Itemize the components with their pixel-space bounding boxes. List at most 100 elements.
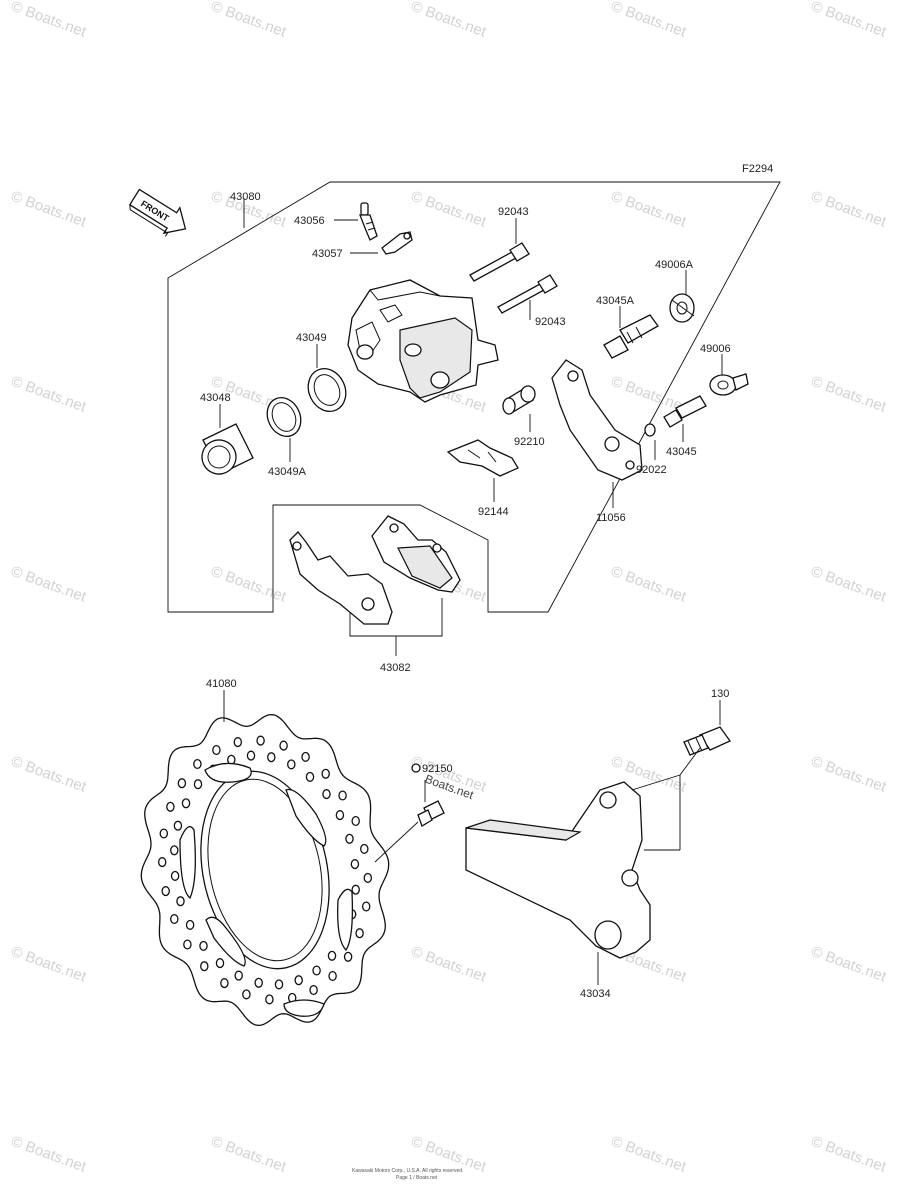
label-49006a: 49006A bbox=[655, 259, 694, 271]
disc-hole bbox=[200, 961, 209, 972]
disc-hole bbox=[233, 737, 243, 748]
footer-page: Page 1 / Boats.net bbox=[396, 1175, 438, 1181]
disc-hole bbox=[265, 994, 274, 1005]
disc-hole bbox=[343, 951, 353, 962]
disc-hole bbox=[242, 989, 251, 1000]
watermark-text: © Boats.net bbox=[409, 188, 489, 231]
watermark-text: © Boats.net bbox=[209, 563, 289, 606]
caliper-pin-upper bbox=[469, 242, 530, 282]
watermark-text: © Boats.net bbox=[209, 1133, 289, 1176]
disc-hole bbox=[170, 845, 179, 856]
watermark-text: © Boats.net bbox=[409, 943, 489, 986]
label-49006: 49006 bbox=[700, 343, 731, 355]
disc-hole bbox=[267, 752, 276, 763]
label-43049: 43049 bbox=[296, 332, 327, 344]
disc-hole bbox=[170, 870, 180, 881]
brake-disc-41080 bbox=[140, 713, 390, 1027]
disc-hole bbox=[161, 886, 170, 897]
disc-hole bbox=[193, 779, 203, 790]
caliper-body bbox=[347, 279, 499, 403]
label-92043-upper: 92043 bbox=[498, 206, 529, 218]
watermark-text: © Boats.net bbox=[809, 1133, 889, 1176]
disc-hole bbox=[361, 901, 371, 912]
bleeder-valve bbox=[359, 202, 378, 241]
brake-pad-right bbox=[371, 515, 461, 593]
watermark-text: © Boats.net bbox=[609, 563, 689, 606]
disc-hole bbox=[309, 984, 318, 996]
disc-hole bbox=[157, 857, 167, 868]
disc-hole bbox=[287, 759, 296, 770]
dust-boot-49006 bbox=[709, 373, 749, 396]
watermark-text: © Boats.net bbox=[609, 1133, 689, 1176]
sleeve-92210 bbox=[502, 385, 536, 415]
disc-hole bbox=[305, 771, 315, 782]
watermark-text: © Boats.net bbox=[9, 563, 89, 606]
label-92022: 92022 bbox=[636, 464, 667, 476]
piston-seal-43049 bbox=[307, 368, 347, 412]
watermark-text: © Boats.net bbox=[9, 943, 89, 986]
watermark-text: © Boats.net bbox=[809, 563, 889, 606]
label-43082: 43082 bbox=[380, 662, 411, 674]
watermark-text: © Boats.net bbox=[809, 0, 889, 41]
label-43045a: 43045A bbox=[596, 295, 635, 307]
caliper-pin-lower bbox=[497, 274, 558, 314]
watermark-text: © Boats.net bbox=[809, 188, 889, 231]
disc-hole bbox=[351, 884, 360, 895]
pad-spring-92144 bbox=[446, 439, 519, 477]
disc-hole bbox=[176, 896, 185, 907]
watermark-text: © Boats.net bbox=[9, 373, 89, 416]
leader-lines bbox=[219, 198, 723, 985]
disc-hole bbox=[159, 828, 169, 839]
label-43080: 43080 bbox=[230, 191, 261, 203]
label-41080: 41080 bbox=[206, 678, 237, 690]
disc-hole bbox=[312, 965, 321, 976]
piston-43048 bbox=[201, 423, 254, 475]
watermark-text: © Boats.net bbox=[609, 0, 689, 41]
disc-hole bbox=[177, 778, 187, 789]
bracket-bolt-130 bbox=[683, 726, 731, 756]
disc-hole bbox=[274, 979, 284, 990]
disc-hole bbox=[301, 751, 310, 762]
disc-hole bbox=[183, 939, 192, 950]
label-11056: 11056 bbox=[596, 512, 626, 524]
brake-pad-left bbox=[289, 531, 393, 625]
disc-hole bbox=[181, 798, 191, 809]
disc-hole bbox=[220, 978, 229, 989]
watermark-text: © Boats.net bbox=[409, 0, 489, 41]
label-43045: 43045 bbox=[666, 446, 697, 458]
disc-hole bbox=[363, 872, 373, 883]
label-92150: 92150 bbox=[422, 763, 453, 775]
disc-hole bbox=[351, 815, 360, 827]
label-43057: 43057 bbox=[312, 248, 343, 260]
disc-hole bbox=[321, 768, 330, 779]
front-arrow-icon: FRONT bbox=[128, 188, 187, 237]
disc-hole bbox=[335, 810, 345, 821]
watermark-text: © Boats.net bbox=[609, 188, 689, 231]
label-92210: 92210 bbox=[514, 436, 545, 448]
label-92043-lower: 92043 bbox=[535, 316, 566, 328]
dust-seal-43049a bbox=[266, 397, 302, 437]
disc-hole bbox=[360, 843, 369, 854]
disc-hole bbox=[173, 820, 183, 831]
disc-hole bbox=[193, 758, 202, 770]
watermark-text: © Boats.net bbox=[809, 943, 889, 986]
label-43048: 43048 bbox=[200, 392, 231, 404]
disc-hole bbox=[355, 928, 364, 939]
label-130: 130 bbox=[711, 688, 729, 700]
label-43056: 43056 bbox=[294, 215, 325, 227]
bleeder-cap bbox=[381, 231, 413, 255]
caliper-bracket-11056 bbox=[551, 359, 643, 481]
part-labels: 43080 43056 43057 92043 92043 49006A 430… bbox=[200, 191, 731, 1000]
clip-92022 bbox=[644, 423, 656, 437]
disc-hole bbox=[185, 919, 195, 930]
watermark-text: © Boats.net bbox=[9, 0, 89, 41]
disc-hole bbox=[350, 859, 360, 870]
disc-hole bbox=[328, 970, 337, 982]
disc-hole bbox=[170, 913, 179, 925]
label-92144: 92144 bbox=[478, 506, 509, 518]
label-43049a: 43049A bbox=[268, 466, 307, 478]
disc-hole bbox=[327, 950, 337, 961]
watermark-text: © Boats.net bbox=[9, 188, 89, 231]
disc-hole bbox=[345, 833, 354, 844]
